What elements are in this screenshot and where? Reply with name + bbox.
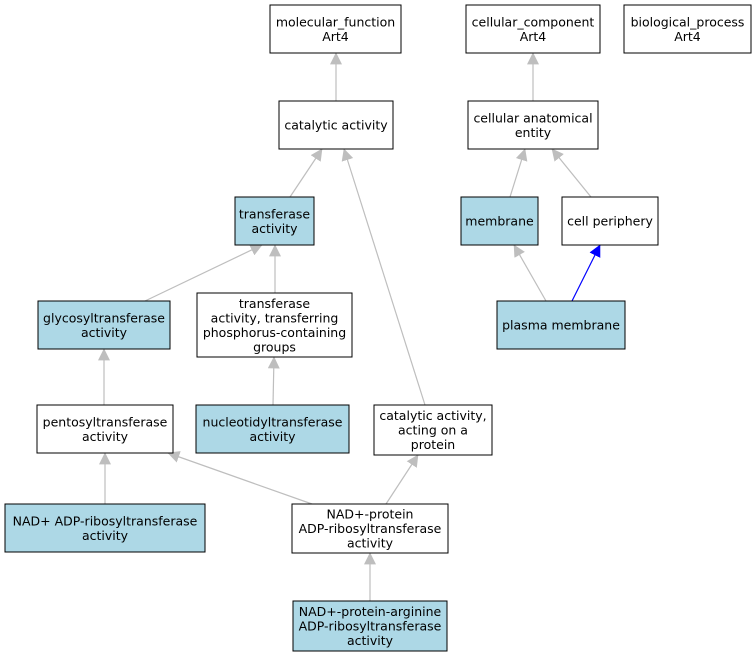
node-label-line: ADP-ribosyltransferase: [299, 521, 442, 536]
node-label-line: cellular_component: [472, 14, 595, 29]
node-box: [278, 100, 394, 150]
node-label-line: phosphorus-containing: [203, 325, 346, 340]
node-box: [467, 100, 599, 150]
edge-catalytic-activity-protein-to-catalytic-activity: [341, 148, 426, 406]
edge-plasma-membrane-to-cell-periphery: [571, 244, 601, 302]
node-label-line: activity: [249, 429, 296, 444]
node-box: [373, 404, 493, 456]
node-label-line: NAD+ ADP-ribosyltransferase: [13, 513, 198, 528]
node-label-line: Art4: [322, 29, 349, 44]
node-label-line: molecular_function: [276, 14, 395, 29]
node-label-line: transferase: [239, 206, 311, 221]
node-label-line: cell periphery: [567, 214, 653, 229]
node-label-line: membrane: [465, 214, 534, 229]
edge-membrane-to-cellular-anatomical-entity: [509, 148, 528, 198]
node-label-line: glycosyltransferase: [43, 310, 165, 325]
node-box: [195, 404, 350, 454]
node-nad-protein-adp-ribosyltransferase[interactable]: NAD+-proteinADP-ribosyltransferaseactivi…: [291, 503, 449, 554]
node-label-line: nucleotidyltransferase: [203, 414, 343, 429]
edge-nad-protein-adp-ribosyltransferase-to-catalytic-activity-protein: [385, 454, 419, 505]
node-box: [36, 404, 174, 454]
node-box: [4, 503, 206, 553]
node-label-line: catalytic activity: [284, 118, 388, 133]
edge-cell-periphery-to-cellular-anatomical-entity: [551, 148, 592, 198]
node-label-line: activity: [81, 325, 128, 340]
node-label-line: biological_process: [631, 14, 745, 29]
node-label-line: activity: [251, 221, 298, 236]
node-label-line: entity: [515, 125, 552, 140]
node-label-line: cellular anatomical: [473, 110, 592, 125]
node-box: [561, 196, 659, 246]
edge-nad-protein-adp-ribosyltransferase-to-pentosyltransferase-activity: [167, 451, 313, 505]
node-plasma-membrane[interactable]: plasma membrane: [496, 300, 626, 350]
edge-layer: [98, 52, 601, 601]
node-label-line: activity: [347, 633, 394, 648]
edge-nucleotidyltransferase-activity-to-transferase-phosphorus: [267, 356, 280, 406]
node-box: [234, 196, 315, 246]
node-label-line: NAD+-protein: [327, 507, 414, 522]
node-label-line: NAD+-protein-arginine: [299, 604, 442, 619]
edge-plasma-membrane-to-membrane: [513, 244, 547, 302]
node-box: [37, 300, 171, 350]
edge-glycosyltransferase-activity-to-transferase-activity: [144, 244, 263, 302]
node-box: [269, 4, 402, 54]
node-label-line: catalytic activity,: [379, 408, 486, 423]
node-layer: molecular_functionArt4cellular_component…: [4, 4, 752, 652]
node-label-line: Art4: [520, 29, 547, 44]
node-label-line: ADP-ribosyltransferase: [299, 619, 442, 634]
node-label-line: activity, transferring: [211, 310, 339, 325]
node-label-line: activity: [82, 429, 129, 444]
node-box: [292, 600, 448, 652]
node-catalytic-activity[interactable]: catalytic activity: [278, 100, 394, 150]
node-box: [291, 503, 449, 554]
node-label-line: protein: [411, 437, 455, 452]
node-nad-protein-arginine-adp-ribosyltransferase[interactable]: NAD+-protein-arginineADP-ribosyltransfer…: [292, 600, 448, 652]
node-box: [623, 4, 752, 54]
node-label-line: pentosyltransferase: [43, 414, 168, 429]
node-label-line: activity: [347, 536, 394, 551]
node-label-line: groups: [253, 339, 296, 354]
node-box: [460, 196, 539, 246]
node-label-line: Art4: [674, 29, 701, 44]
node-box: [465, 4, 601, 54]
edge-transferase-activity-to-catalytic-activity: [289, 148, 323, 198]
node-cell-periphery[interactable]: cell periphery: [561, 196, 659, 246]
node-membrane[interactable]: membrane: [460, 196, 539, 246]
node-box: [496, 300, 626, 350]
node-label-line: plasma membrane: [502, 318, 620, 333]
node-label-line: activity: [82, 528, 129, 543]
node-label-line: transferase: [239, 296, 311, 311]
node-label-line: acting on a: [398, 423, 468, 438]
node-box: [196, 292, 353, 358]
